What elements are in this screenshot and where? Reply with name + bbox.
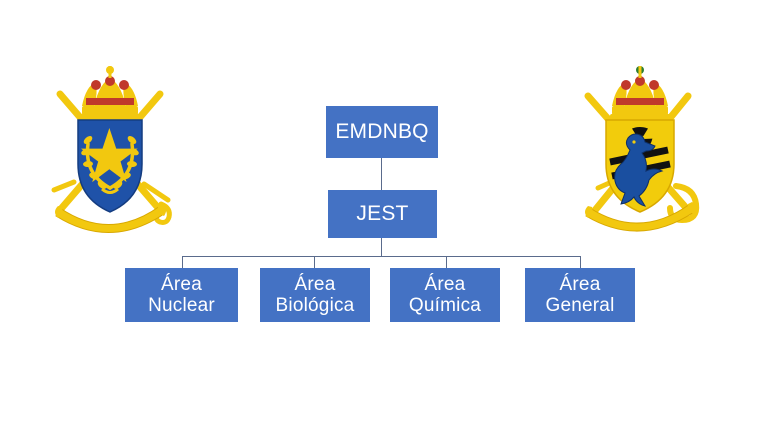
org-node-emdnbq[interactable]: EMDNBQ (326, 106, 438, 158)
area-quimica-line1: Área (424, 273, 466, 295)
org-node-emdnbq-label: EMDNBQ (335, 120, 429, 144)
org-node-area-biologica[interactable]: Área Biológica (260, 268, 370, 322)
connector-emdnbq-to-jest (381, 158, 383, 190)
royal-crown-icon (610, 66, 670, 120)
blue-griffin-icon (614, 133, 664, 207)
org-node-area-nuclear-label: Área Nuclear (148, 274, 215, 317)
area-nuclear-line1: Área (161, 273, 202, 295)
scroll-banner-icon (585, 202, 697, 232)
connector-drop-quimica (446, 256, 448, 268)
org-node-area-general-label: Área General (546, 274, 615, 317)
connector-drop-biologica (314, 256, 316, 268)
royal-crown-icon (80, 66, 140, 120)
org-node-area-quimica[interactable]: Área Química (390, 268, 500, 322)
area-general-line2: General (545, 295, 615, 316)
right-coat-of-arms-emblem (568, 58, 710, 240)
org-node-jest-label: JEST (356, 202, 409, 226)
connector-drop-nuclear (182, 256, 184, 268)
area-quimica-line2: Química (408, 295, 482, 316)
scroll-banner-icon (55, 204, 167, 233)
blue-shield-icon (77, 119, 143, 213)
area-biologica-line1: Área (294, 273, 336, 295)
five-pointed-star-icon (80, 127, 138, 183)
connector-drop-general (580, 256, 582, 268)
connector-jest-to-bus (381, 238, 383, 257)
left-coat-of-arms-emblem (44, 58, 176, 240)
gold-shield-icon (605, 119, 675, 213)
org-node-area-quimica-label: Área Química (409, 274, 481, 317)
area-nuclear-line2: Nuclear (148, 295, 215, 316)
area-general-line1: Área (559, 273, 601, 295)
org-node-area-biologica-label: Área Biológica (276, 274, 355, 317)
org-node-area-nuclear[interactable]: Área Nuclear (125, 268, 238, 322)
area-biologica-line2: Biológica (275, 295, 355, 316)
org-node-area-general[interactable]: Área General (525, 268, 635, 322)
connector-horizontal-bus (182, 256, 581, 258)
org-node-jest[interactable]: JEST (328, 190, 437, 238)
